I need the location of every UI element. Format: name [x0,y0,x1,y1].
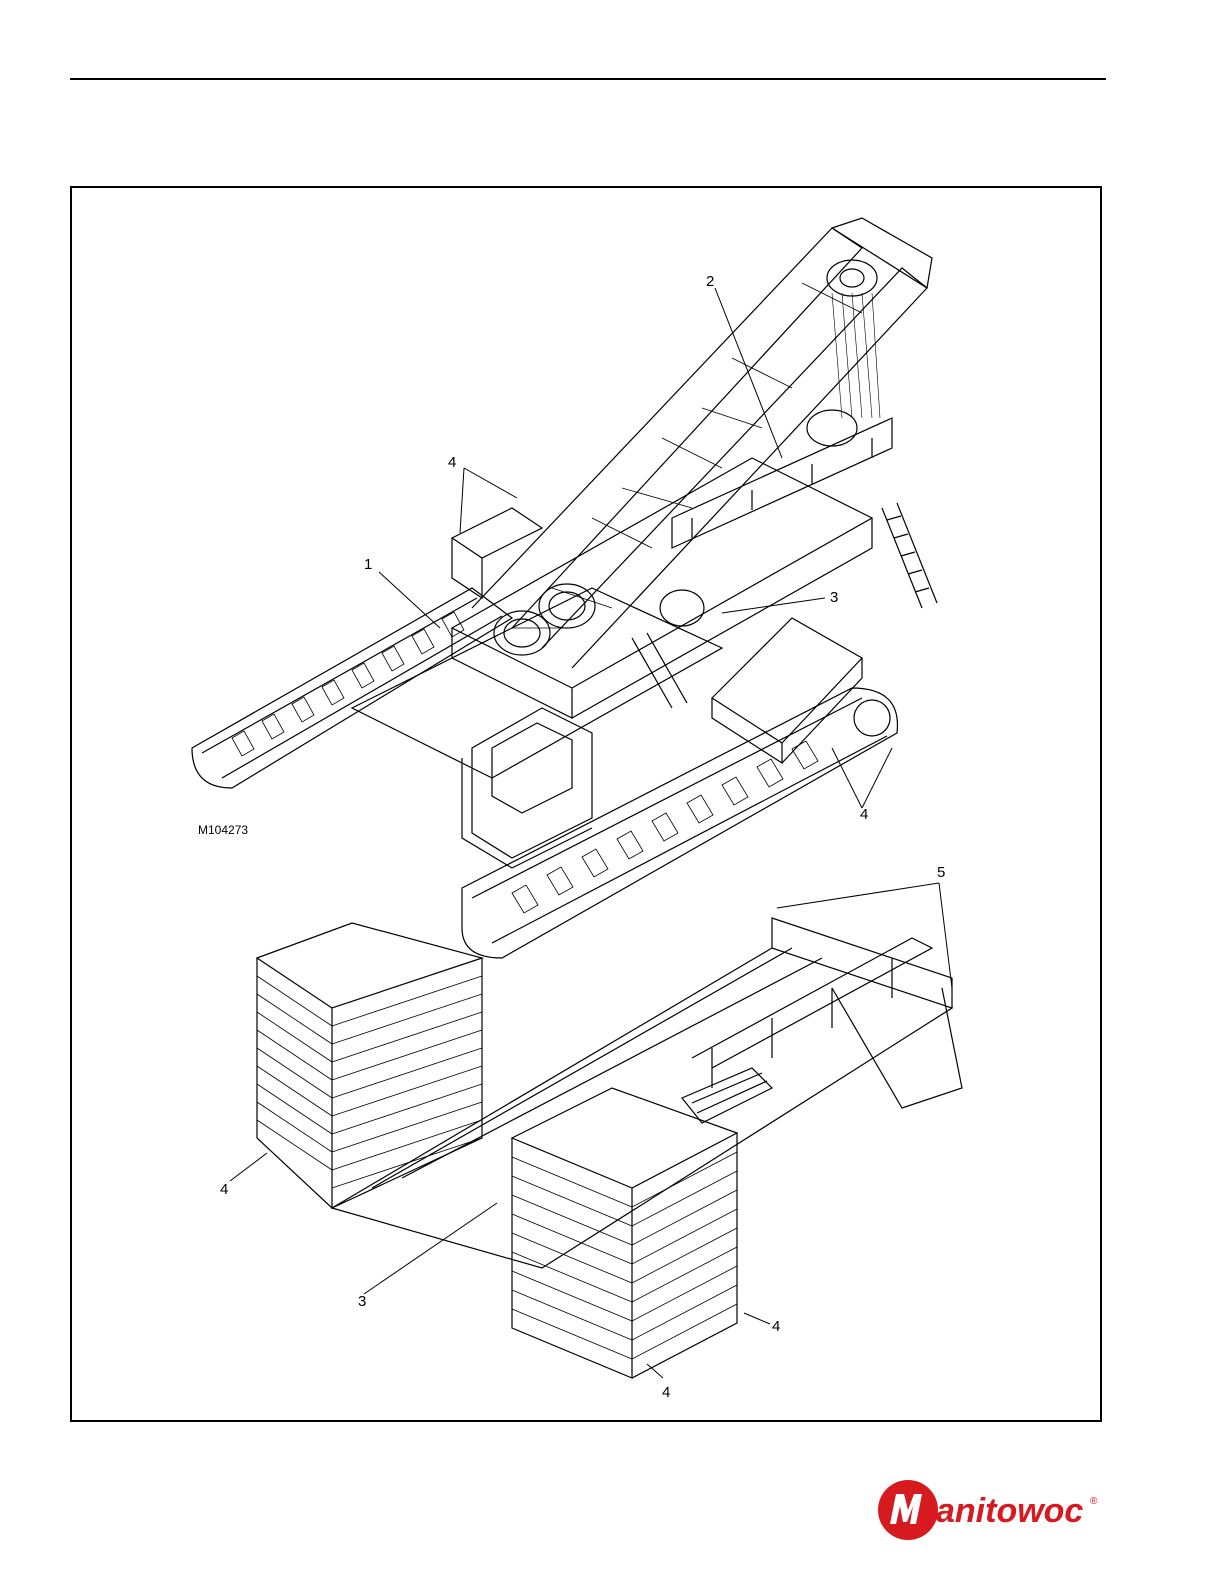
figure-frame: 1 2 3 4 4 5 4 3 4 4 M104273 [70,186,1102,1422]
callout-3-upper: 3 [830,589,838,606]
carbody-counterweight [712,618,862,763]
left-crawler-track [192,588,512,788]
callout-4-lower-left: 4 [220,1181,228,1198]
rigging-lines [832,293,880,418]
callout-4-upper: 4 [448,454,456,471]
callout-1: 1 [364,556,372,573]
callout-5: 5 [937,864,945,881]
callout-4-right: 4 [860,806,868,823]
hoist-drums [494,584,704,655]
figure-id: M104273 [198,823,248,837]
header-rule [70,78,1106,80]
carbody [352,588,722,778]
callout-4-lower-bottom: 4 [662,1384,670,1401]
counterweight-stack-left [257,923,482,1208]
cable-carrier [682,1068,772,1123]
lower-railings [692,938,932,1088]
callout-2: 2 [706,273,714,290]
crane-illustration: 1 2 3 4 4 5 4 3 4 4 M104273 [72,188,1100,1420]
logo-wordmark: anitowoc [936,1492,1083,1530]
counterweight-stack-right [512,1088,737,1378]
leader-lines [230,288,952,1378]
callout-3-lower: 3 [358,1293,366,1310]
railings [672,418,892,548]
logo-registered-mark: ® [1090,1496,1098,1507]
manitowoc-logo: anitowoc ® [876,1478,1106,1542]
carbody-frame [332,918,962,1268]
ladder [632,503,937,708]
callout-4-lower-right: 4 [772,1318,780,1335]
